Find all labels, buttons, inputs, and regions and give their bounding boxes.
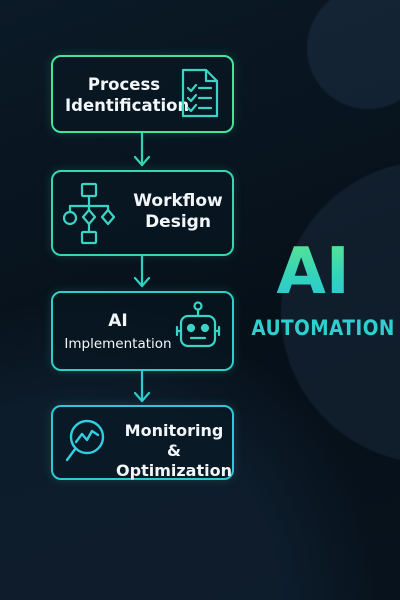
robot-icon: [175, 301, 221, 348]
step-label-line2: Implementation: [64, 336, 172, 353]
step-process-identification: Process Identification: [51, 55, 234, 133]
title-automation: AUTOMATION: [251, 316, 395, 340]
step-workflow-design: Workflow Design: [51, 170, 234, 256]
arrow-down-icon: [133, 256, 151, 288]
flowchart-icon: [62, 182, 116, 245]
step-label-line1: Workflow: [133, 191, 223, 211]
step-label: Workflow Design: [123, 191, 233, 234]
checklist-document-icon: [181, 68, 219, 118]
step-label-line2: & Optimization: [116, 441, 232, 480]
step-label: Monitoring & Optimization: [115, 421, 233, 481]
step-monitoring-optimization: Monitoring & Optimization: [51, 405, 234, 480]
step-label: Process Identification: [65, 75, 189, 116]
title-ai: AI: [248, 240, 378, 304]
step-label-line1: Monitoring: [124, 421, 224, 440]
arrow-down-icon: [133, 133, 151, 167]
step-label-line2: Identification: [65, 95, 190, 115]
step-ai-implementation: AI Implementation: [51, 291, 234, 371]
step-label-line2: Design: [145, 212, 211, 233]
arrow-down-icon: [133, 371, 151, 403]
step-label: AI Implementation: [57, 311, 179, 353]
step-label-line1: Process: [87, 75, 161, 94]
step-label-line1: AI: [108, 311, 128, 331]
magnifier-chart-icon: [65, 419, 105, 462]
